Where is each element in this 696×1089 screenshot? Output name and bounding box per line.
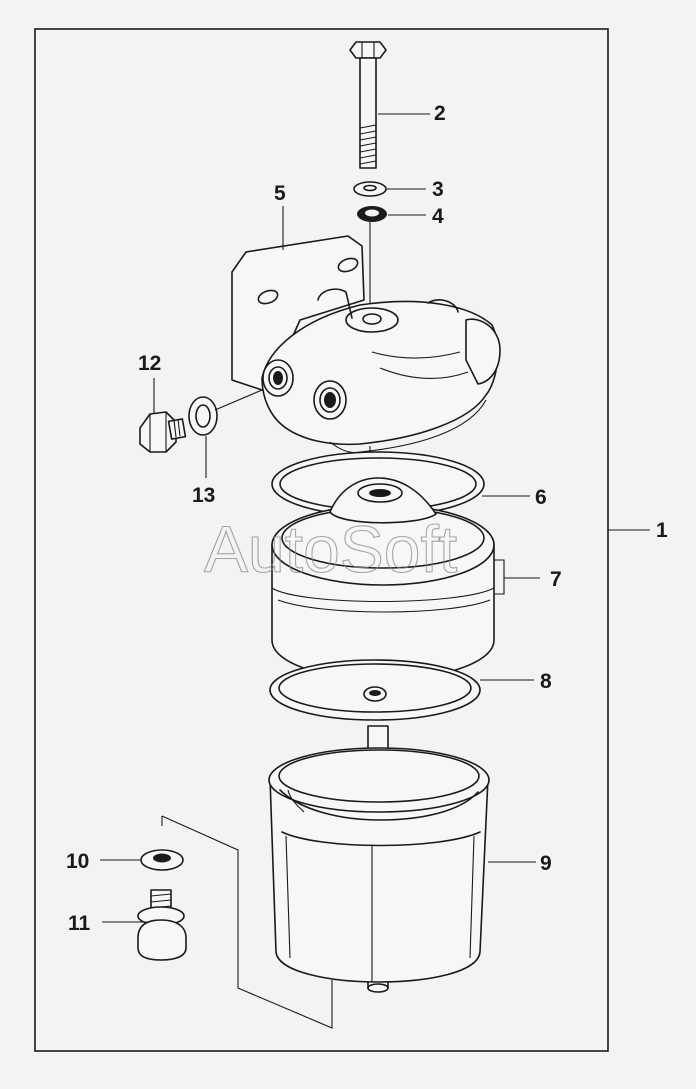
filter-element-part-7 (271, 477, 495, 681)
filter-bowl-part-9 (268, 747, 490, 983)
callout-13: 13 (192, 484, 215, 507)
callout-1: 1 (656, 519, 668, 542)
callout-4: 4 (432, 205, 444, 228)
callout-9: 9 (540, 852, 552, 875)
washer-part-10 (140, 849, 184, 871)
seal-ring-part-4 (357, 206, 387, 222)
drain-screw-part-11 (137, 889, 187, 961)
callout-5: 5 (274, 182, 286, 205)
callout-3: 3 (432, 178, 444, 201)
callout-2: 2 (434, 102, 446, 125)
seal-ring-part-8 (269, 659, 481, 721)
callout-10: 10 (66, 850, 89, 873)
filter-head-part-5 (231, 235, 501, 454)
leader-lines (100, 113, 650, 923)
watermark-text: AutoSoft (204, 512, 457, 586)
bolt-part-2 (349, 41, 387, 169)
callout-8: 8 (540, 670, 552, 693)
washer-part-3 (353, 181, 387, 197)
diagram-frame (34, 28, 609, 1052)
seal-washer-part-13 (188, 396, 218, 436)
callout-7: 7 (550, 568, 562, 591)
callout-6: 6 (535, 486, 547, 509)
callout-12: 12 (138, 352, 161, 375)
callout-11: 11 (68, 912, 91, 935)
drain-plug-part-12 (139, 411, 187, 453)
